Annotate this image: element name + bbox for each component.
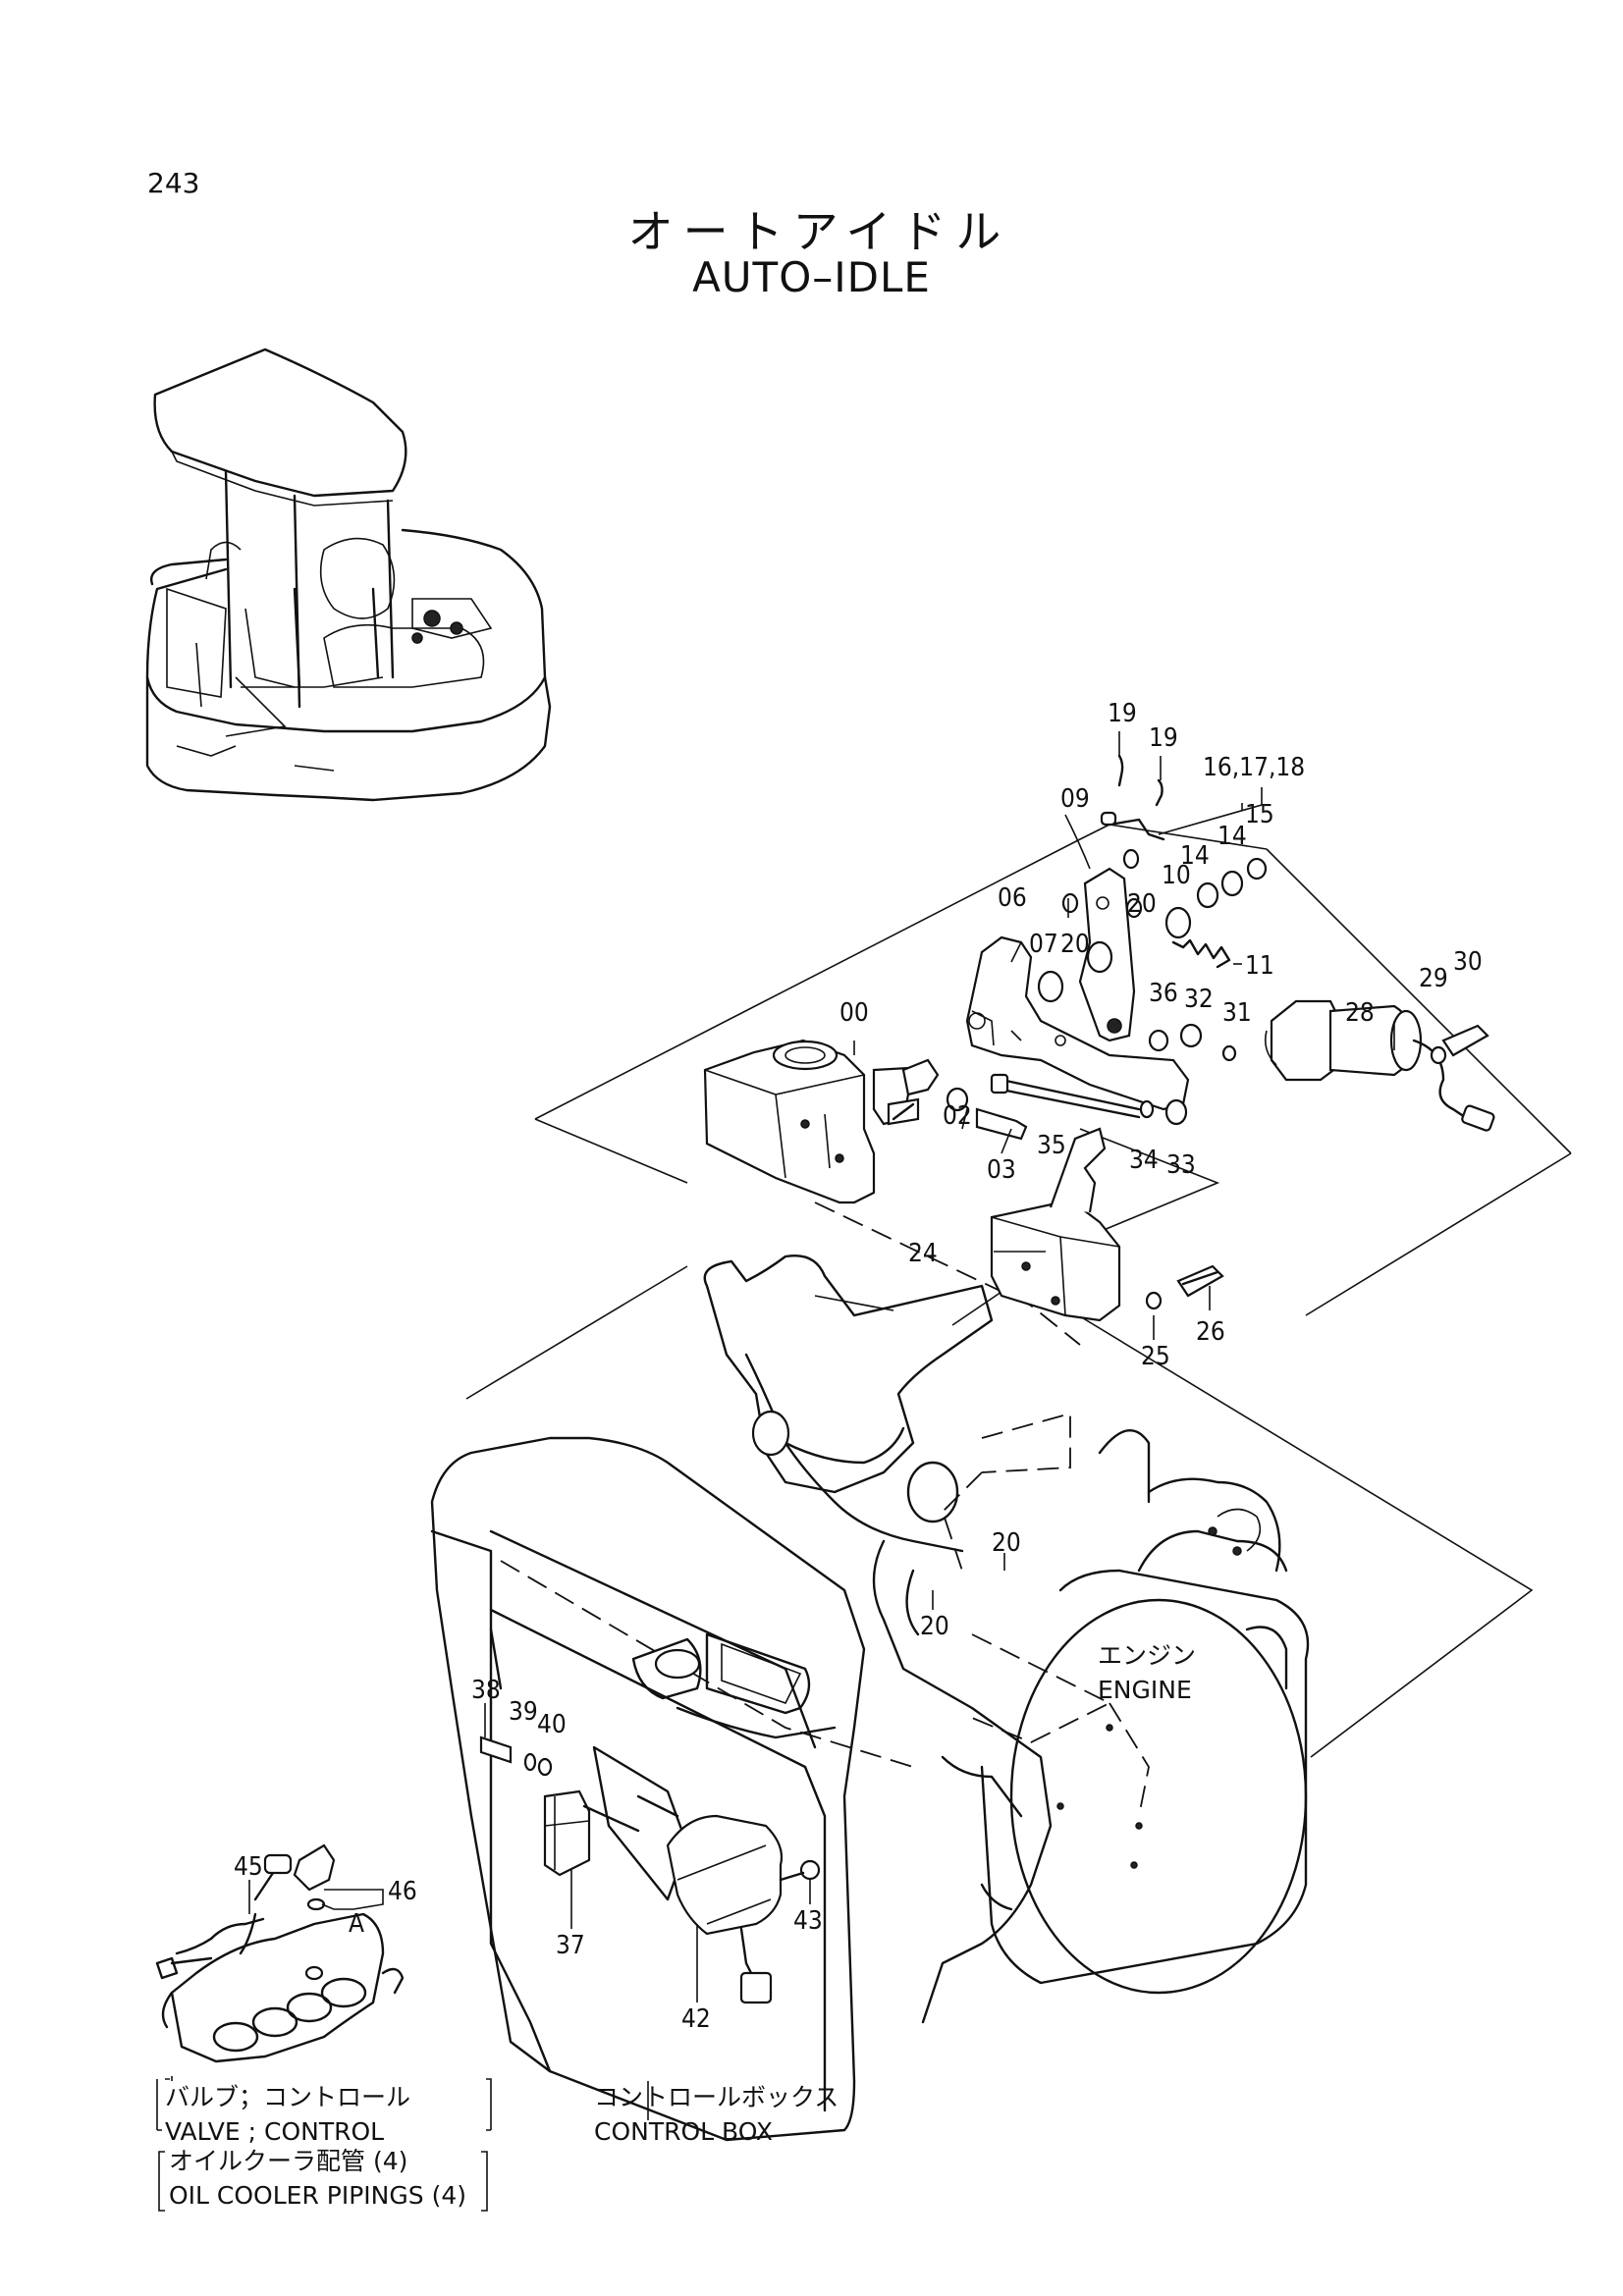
callout-11: 11: [1245, 951, 1274, 981]
callout-09: 09: [1060, 784, 1090, 814]
callout-30: 30: [1453, 947, 1483, 977]
callout-35: 35: [1037, 1131, 1066, 1160]
callout-20: 20: [992, 1528, 1021, 1558]
callout-26: 26: [1196, 1317, 1225, 1347]
page-title: AUTO–IDLE: [692, 253, 931, 301]
callout-38: 38: [471, 1676, 501, 1705]
callout-36: 36: [1149, 979, 1178, 1008]
callout-leader-lines: [156, 731, 1395, 2131]
callout-00: 00: [839, 998, 869, 1028]
callout-43: 43: [793, 1906, 823, 1936]
callout-32: 32: [1184, 985, 1214, 1014]
valve-control-detail: [155, 1843, 405, 2063]
callout-45: 45: [234, 1852, 263, 1882]
callout-34: 34: [1129, 1146, 1159, 1175]
page-number: 243: [147, 167, 200, 199]
engine-label: ENGINE: [1098, 1676, 1192, 1704]
bracket-part-24: [990, 1127, 1224, 1322]
callout-29: 29: [1419, 964, 1448, 993]
callout-19: 19: [1108, 699, 1137, 728]
callout-20: 20: [920, 1612, 949, 1641]
valve-label-japanese: バルブ；コントロール: [165, 2083, 410, 2111]
page-title-japanese: オートアイドル: [627, 205, 1011, 258]
callout-06: 06: [998, 883, 1027, 913]
callout-16-17-18: 16,17,18: [1203, 753, 1305, 782]
callout-42: 42: [681, 2004, 711, 2034]
callout-46: 46: [388, 1877, 417, 1906]
actuator-part-28: [1264, 999, 1495, 1132]
oil-cooler-label-japanese: オイルクーラ配管 (4): [169, 2147, 407, 2175]
callout-19: 19: [1149, 723, 1178, 753]
callout-03: 03: [987, 1155, 1016, 1185]
callout-39: 39: [509, 1697, 538, 1727]
callout-25: 25: [1141, 1342, 1170, 1371]
callout-24: 24: [908, 1239, 938, 1268]
section-labels: エンジン ENGINE コントロールボックス CONTROL BOX バルブ；コ…: [158, 1641, 1196, 2212]
detail-reference-a: A: [349, 1909, 364, 1939]
excavator-overview-illustration: [145, 347, 552, 802]
engine-block-illustration: [430, 1255, 1310, 2142]
lever-assembly: [887, 754, 1268, 1141]
callout-33: 33: [1166, 1150, 1196, 1180]
control-box-label-japanese: コントロールボックス: [594, 2083, 839, 2111]
callout-02: 02: [943, 1101, 972, 1131]
callout-28: 28: [1345, 998, 1375, 1028]
callout-14: 14: [1217, 822, 1247, 851]
control-box-label: CONTROL BOX: [594, 2117, 773, 2146]
callout-14: 14: [1180, 841, 1210, 871]
oil-cooler-label: OIL COOLER PIPINGS (4): [169, 2181, 466, 2210]
callout-10: 10: [1162, 861, 1191, 890]
callout-20: 20: [1127, 889, 1157, 919]
callout-20: 20: [1060, 930, 1090, 959]
valve-label: VALVE ; CONTROL: [165, 2117, 384, 2146]
callout-07: 07: [1029, 930, 1058, 959]
control-box-parts: [479, 1735, 821, 2004]
callout-15: 15: [1245, 800, 1274, 829]
callout-numbers: 19 19 16,17,18 09 15 14 14 10 20 20 11 0…: [234, 699, 1483, 2034]
callout-37: 37: [556, 1931, 585, 1960]
callout-40: 40: [537, 1710, 567, 1739]
assembly-guide-lines: [465, 824, 1572, 1817]
engine-label-japanese: エンジン: [1098, 1641, 1196, 1670]
callout-31: 31: [1222, 998, 1252, 1028]
